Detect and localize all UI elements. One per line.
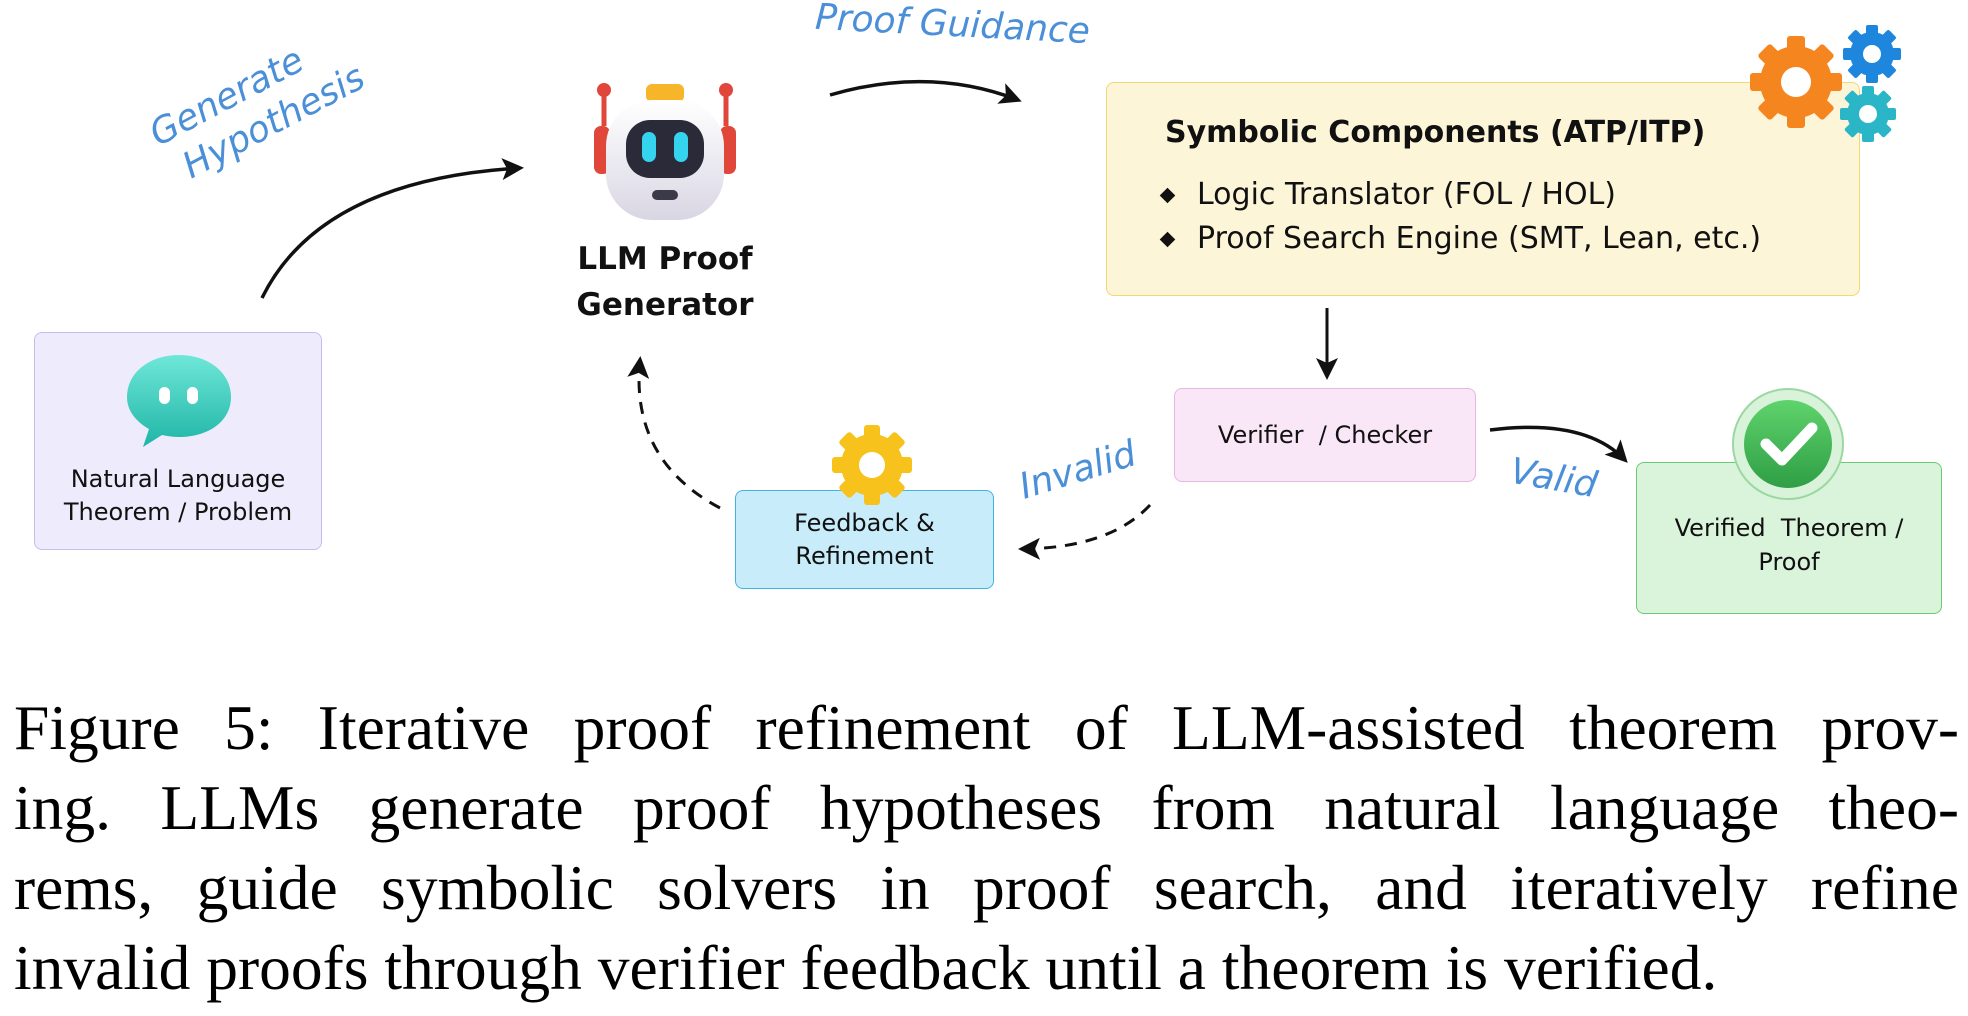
symbolic-components-title: Symbolic Components (ATP/ITP) [1165,115,1706,150]
gears-icon [1750,25,1901,142]
verified-label-line1: Verified Theorem / [1674,514,1904,542]
diamond-bullet-icon [1159,187,1176,203]
arrow-valid [1489,425,1628,463]
symbolic-item: Logic Translator (FOL / HOL) [1159,173,1616,217]
natural-language-label-line1: Natural Language [70,465,286,493]
arrow-feedback-to-generator [627,356,721,510]
speech-bubble-icon [127,355,231,447]
figure-caption: Figure 5: Iterative proof refinement of … [14,688,1959,1008]
arrow-invalid [1018,503,1152,560]
caption-line: invalid proofs through verifier feedback… [14,932,1718,1003]
natural-language-label-line2: Theorem / Problem [63,498,293,526]
gear-icon [832,425,912,505]
feedback-label-line1: Feedback & [794,508,935,537]
llm-generator-label: LLM Proof Generator [576,241,754,323]
checkmark-icon [1732,388,1844,500]
verifier-box: Verifier / Checker [1174,388,1476,482]
proof-refinement-diagram: Generate Hypothesis Proof Guidance Inval… [34,0,1942,614]
caption-line: Figure 5: Iterative proof refinement of … [14,692,1959,763]
caption-line: ing. LLMs generate proof hypotheses from… [14,772,1959,843]
symbolic-components-box: Symbolic Components (ATP/ITP) Logic Tran… [1106,82,1860,296]
caption-line: rems, guide symbolic solvers in proof se… [14,852,1959,923]
verified-label-line2: Proof [1758,548,1820,576]
feedback-label-line2: Refinement [795,541,934,570]
verifier-label: Verifier / Checker [1217,421,1433,449]
connector-layer [260,79,1628,560]
diamond-bullet-icon [1159,231,1176,247]
arrow-generate-hypothesis [260,158,524,299]
arrow-proof-guidance [829,79,1022,104]
natural-language-box: Natural Language Theorem / Problem [34,332,322,550]
symbolic-item: Proof Search Engine (SMT, Lean, etc.) [1159,217,1761,261]
feedback-box: Feedback & Refinement [735,490,994,589]
robot-icon [594,83,736,220]
